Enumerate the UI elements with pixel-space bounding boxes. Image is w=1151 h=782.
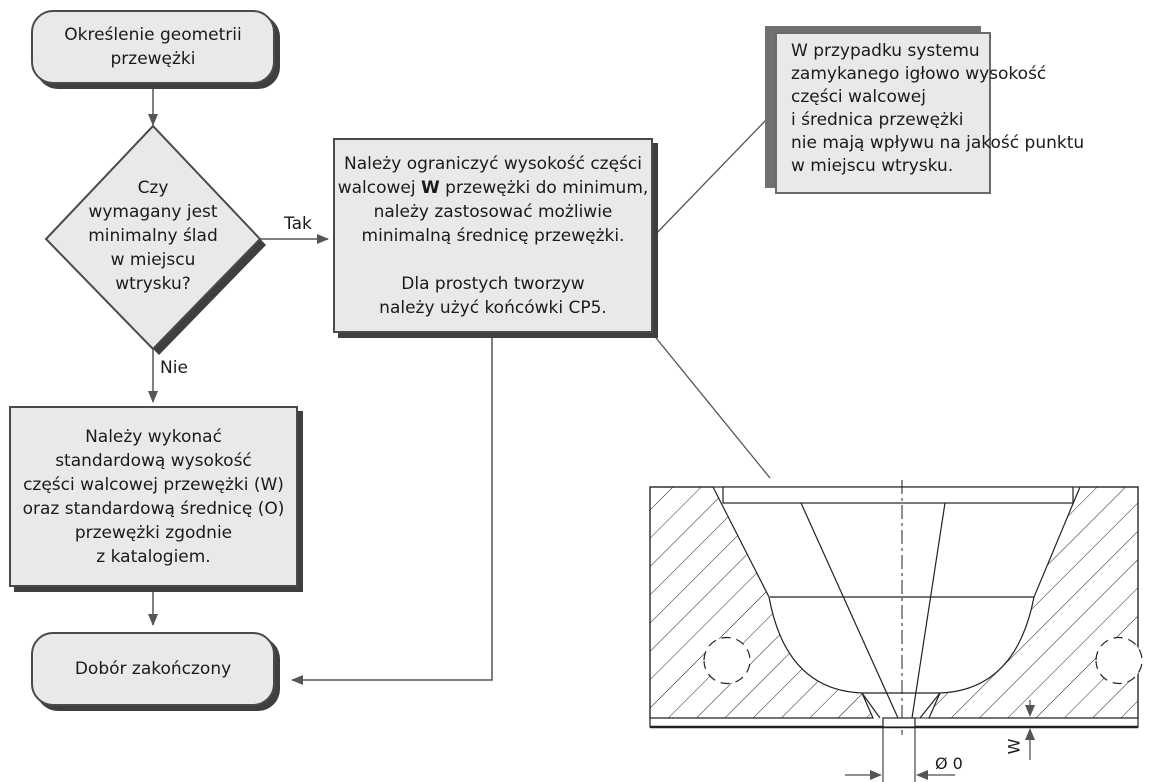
start-node-line-1: Określenie geometrii [64, 25, 242, 45]
cooling-channel-left [703, 636, 751, 685]
start-node-line-2: przewężki [110, 49, 196, 69]
note-line-1: W przypadku systemu [791, 41, 980, 61]
decision-line-1: Czy [137, 178, 169, 198]
tip-cone-left [800, 502, 899, 719]
no-box-line-5: przewężki zgodnie [74, 522, 233, 543]
connector-yes-end [291, 333, 493, 685]
top-recess [722, 486, 1074, 504]
note-line-5: nie mają wpływu na jakość punktu [791, 133, 1085, 153]
callout-line-note [651, 89, 796, 239]
yes-box-line-4: minimalną średnicę przewężki. [361, 225, 625, 246]
no-box-line-2: standardową wysokość [55, 450, 252, 471]
note-line-2: zamykanego igłowo wysokość [791, 64, 1047, 84]
no-box-line-4: oraz standardową średnicę (O) [22, 498, 285, 519]
nozzle-cross-section [649, 480, 1143, 782]
callout-line-drawing [651, 332, 771, 479]
hatched-right-body [928, 486, 1139, 719]
note-box: W przypadku systemu zamykanego igłowo wy… [775, 32, 1085, 194]
cooling-channel-right [1095, 636, 1143, 685]
yes-box-line-3: należy zastosować możliwie [373, 201, 613, 222]
no-box-line-1: Należy wykonać [85, 426, 222, 447]
no-action-box: Należy wykonać standardową wysokość częś… [9, 406, 298, 587]
yes-label: Tak [284, 214, 312, 234]
end-node: Dobór zakończony [31, 632, 275, 706]
yes-box-line-7: należy użyć końcówki CP5. [379, 297, 607, 318]
end-node-text: Dobór zakończony [74, 659, 232, 679]
gate-chamfer-right [919, 692, 941, 719]
dimension-diameter-label: Ø 0 [935, 754, 963, 773]
decision-diamond [44, 124, 262, 351]
decision-line-4: w miejscu [110, 250, 196, 270]
yes-box-line-2: walcowej W przewężki do minimum, [337, 177, 649, 198]
no-label: Nie [160, 358, 188, 378]
decision-line-2: wymagany jest [88, 202, 218, 222]
note-line-4: i średnica przewężki [791, 110, 964, 130]
decision-text: Czy wymagany jest minimalny ślad w miejs… [73, 176, 233, 296]
height-symbol-w: W [421, 177, 440, 198]
decision-line-5: wtrysku? [115, 274, 191, 294]
yes-box-line-1: Należy ograniczyć wysokość części [343, 153, 642, 174]
tip-cone-right [911, 502, 946, 719]
yes-action-box: Należy ograniczyć wysokość części walcow… [333, 138, 653, 333]
hatched-left-body [649, 486, 874, 719]
yes-box-line-6: Dla prostych tworzyw [401, 273, 585, 294]
no-box-line-6: z katalogiem. [96, 546, 211, 567]
gate-land [882, 717, 916, 728]
dimension-height-label: W [1004, 738, 1024, 755]
gate-chamfer-left [861, 692, 881, 719]
no-box-line-3: części walcowej przewężki (W) [23, 474, 284, 495]
decision-line-3: minimalny ślad [88, 226, 218, 246]
note-line-3: części walcowej [791, 87, 926, 107]
start-node: Określenie geometrii przewężki [31, 10, 275, 84]
note-line-6: w miejscu wtrysku. [791, 156, 954, 176]
